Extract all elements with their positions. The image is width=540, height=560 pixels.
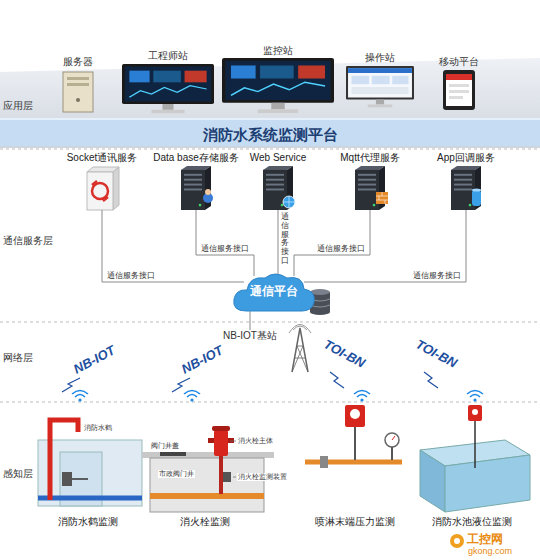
edge-label: 通信服务接口 — [106, 272, 156, 281]
sensor-box: 消防水池液位监测 — [430, 516, 514, 528]
base-station: NB-IOT基站 — [221, 330, 279, 342]
layer-label: 通信服务层 — [3, 235, 53, 247]
watermark: gkong.com — [468, 546, 512, 557]
app-station: 操作站 — [363, 52, 397, 64]
service-box: App回调服务 — [435, 152, 497, 210]
edge-label: 通信服务接口 — [316, 245, 366, 254]
node-text: 消防水系统监测平台 — [203, 126, 338, 144]
service-box: Web Service — [248, 152, 309, 210]
node-text: 服务器 — [61, 56, 95, 68]
edge-label: 通信服务接口 — [281, 213, 289, 266]
node-text: Data base存储服务 — [151, 152, 241, 164]
node-text: 移动平台 — [437, 56, 481, 68]
part-label: 消火栓监测装置 — [237, 473, 288, 481]
cloud-platform: 通信平台 — [232, 270, 316, 312]
network-label: TOI-BN — [321, 336, 368, 371]
network-label: NB-IOT — [179, 342, 226, 377]
service-box: Socket通讯服务 — [65, 152, 140, 210]
interface-line — [294, 210, 370, 276]
node-text: Web Service — [248, 152, 309, 164]
app-station: 移动平台 — [437, 56, 481, 68]
network-label: NB-IOT — [71, 342, 118, 377]
node-text: NB-IOT基站 — [221, 330, 279, 342]
platform-band: 消防水系统监测平台 服务器 工程师站 监控站操作站 移动平台 — [0, 48, 540, 148]
layer-label: 网络层 — [3, 352, 33, 364]
edge-label: 通信服务接口 — [200, 245, 250, 254]
sensor-box: 消火栓监测 — [178, 516, 232, 528]
edge-label: 通信服务接口 — [412, 272, 462, 281]
network-label: TOI-BN — [413, 336, 460, 371]
node-text: Mqtt代理服务 — [339, 152, 402, 164]
layer-label: 应用层 — [3, 100, 33, 112]
node-text: 消防水鹤监测 — [56, 516, 120, 528]
interface-line — [304, 210, 466, 282]
node-text: 消火栓监测 — [178, 516, 232, 528]
node-text: 通信平台 — [250, 284, 298, 298]
app-station: 监控站 — [261, 45, 295, 57]
part-label: 消防水鹤 — [83, 424, 113, 432]
sensor-box: 消防水鹤监测 — [56, 516, 120, 528]
interface-line — [250, 310, 251, 330]
node-text: 工程师站 — [146, 50, 190, 62]
interface-line — [278, 210, 279, 274]
layer-label: 感知层 — [3, 468, 33, 480]
node-text: 监控站 — [261, 45, 295, 57]
service-box: Data base存储服务 — [151, 152, 241, 210]
part-label: 市政阀门井 — [158, 470, 195, 478]
app-station: 服务器 — [61, 56, 95, 68]
node-text: 喷淋末端压力监测 — [313, 516, 397, 528]
sensor-box: 喷淋末端压力监测 — [313, 516, 397, 528]
interface-line — [196, 210, 254, 276]
part-label: 阀门井盖 — [150, 442, 180, 450]
node-text: App回调服务 — [435, 152, 497, 164]
node-text: 消防水池液位监测 — [430, 516, 514, 528]
service-box: Mqtt代理服务 — [339, 152, 402, 210]
app-station: 工程师站 — [146, 50, 190, 62]
part-label: 消火栓主体 — [237, 437, 274, 445]
watermark: 工控网 — [467, 532, 503, 546]
node-text: 操作站 — [363, 52, 397, 64]
node-text: Socket通讯服务 — [65, 152, 140, 164]
